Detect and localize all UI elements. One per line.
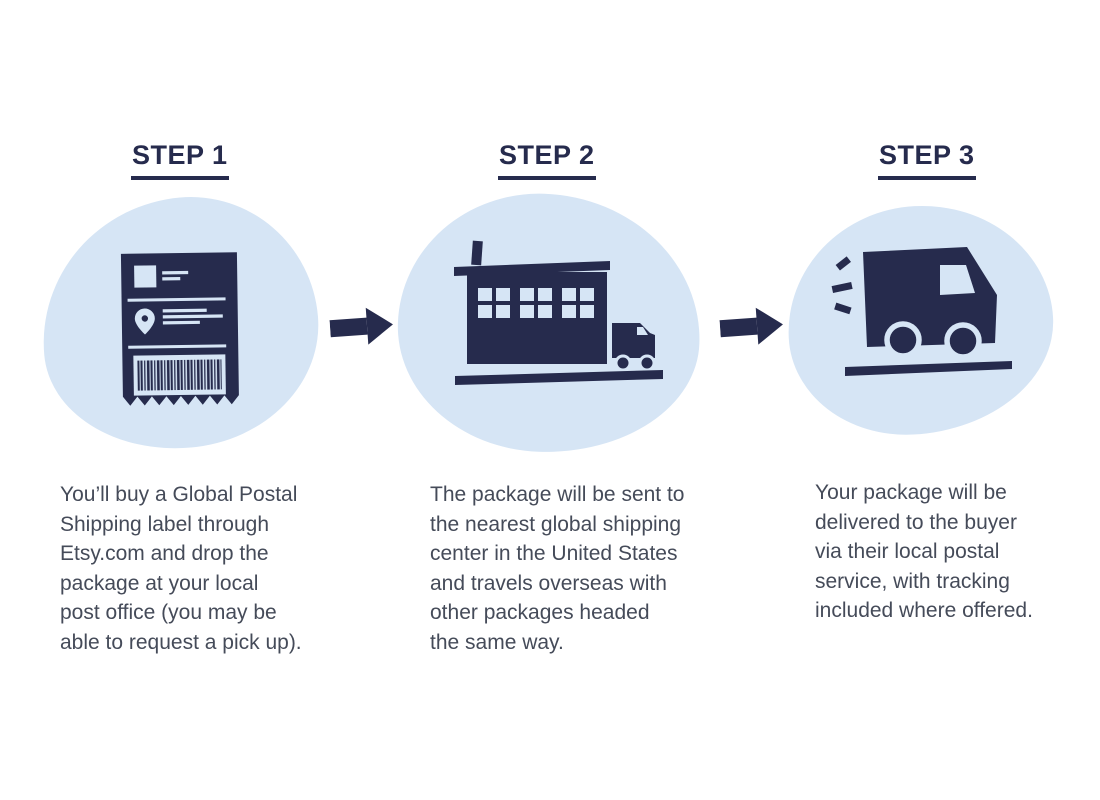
delivery-truck-icon [831,247,1012,376]
step-1-heading: STEP 1 [131,140,229,180]
arrow-right-icon [719,307,783,345]
shipping-center-icon [454,240,663,385]
arrow-right-icon [329,307,393,345]
shipping-label-icon [120,252,239,406]
step-3-heading: STEP 3 [878,140,976,180]
step-2-heading: STEP 2 [498,140,596,180]
